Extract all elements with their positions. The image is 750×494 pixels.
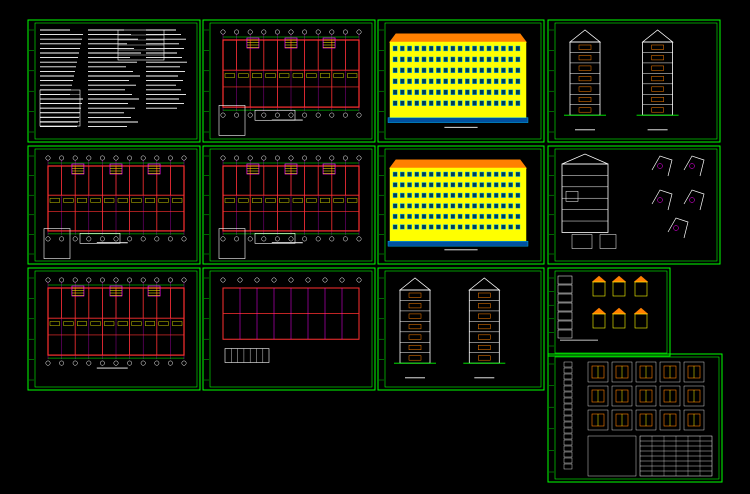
sheet-end-elevations — [377, 267, 545, 391]
sheet-roof-plan — [202, 267, 376, 391]
sheet-side-elevations — [547, 19, 721, 143]
sheet-node-details — [547, 267, 671, 357]
sheet-front-elevation — [377, 19, 545, 143]
sheet-door-window-schedule — [547, 353, 723, 483]
sheet-ground-floor-plan — [202, 19, 376, 143]
sheet-section-and-details — [547, 145, 721, 265]
sheet-standard-floor-plan — [27, 145, 201, 265]
sheet-rear-elevation — [377, 145, 545, 265]
sheet-design-notes — [27, 19, 201, 143]
sheet-second-floor-plan — [202, 145, 376, 265]
sheet-attic-floor-plan — [27, 267, 201, 391]
